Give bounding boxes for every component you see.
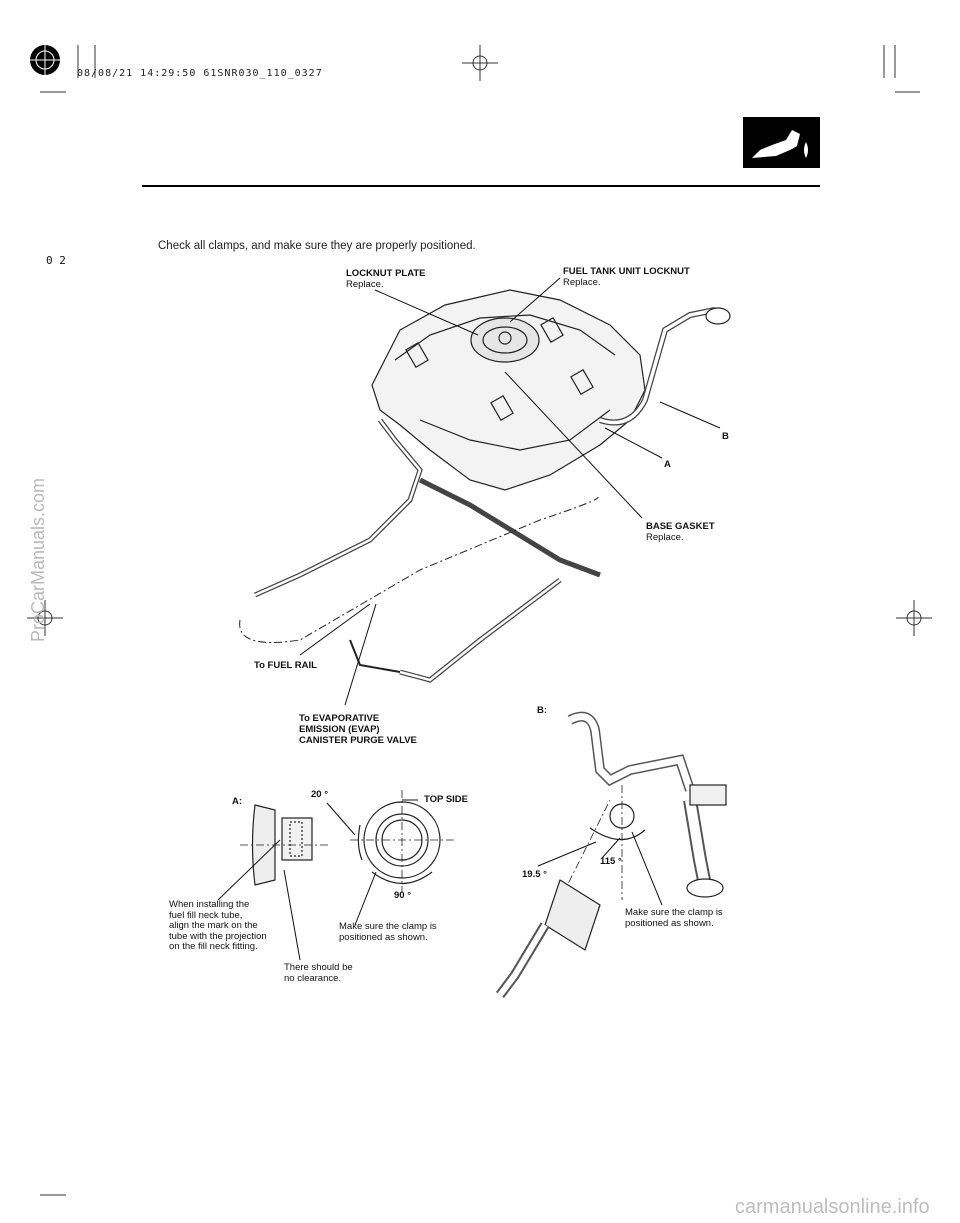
to-evap-line-1: To EVAPORATIVE (299, 713, 380, 724)
bottom-watermark: carmanualsonline.info (735, 1196, 930, 1218)
instruction-line: When installing the (169, 899, 250, 910)
angle-19-5-label: 19.5 ° (522, 869, 547, 880)
registration-crosshair-icon (27, 45, 932, 636)
callout-a: A (664, 459, 671, 470)
locknut-plate-title: LOCKNUT PLATE (346, 268, 426, 279)
clearance-note: There should be no clearance. (284, 962, 353, 984)
to-evap-line-2: EMISSION (EVAP) (299, 724, 380, 735)
angle-90-label: 90 ° (394, 890, 412, 901)
detail-a-leaders (217, 799, 418, 961)
fuel-tank-locknut-label: FUEL TANK UNIT LOCKNUT Replace. (563, 266, 690, 288)
clamp-line: Make sure the clamp is (625, 907, 723, 918)
to-evap-line-3: CANISTER PURGE VALVE (299, 735, 417, 746)
instruction-line: fuel fill neck tube, (169, 909, 243, 921)
leader-lines (299, 277, 721, 706)
base-gasket-label: BASE GASKET Replace. (646, 521, 715, 543)
fuel-tank-locknut-title: FUEL TANK UNIT LOCKNUT (563, 266, 690, 277)
fuel-tank-drawing (239, 289, 731, 683)
instruction-line: on the fill neck fitting. (169, 941, 258, 952)
side-watermark: ProCarManuals.com (28, 477, 48, 642)
angle-20-label: 20 ° (311, 789, 329, 800)
crop-marks (40, 45, 920, 1196)
base-gasket-note: Replace. (646, 532, 684, 543)
locknut-plate-label: LOCKNUT PLATE Replace. (346, 268, 426, 290)
clearance-line: There should be (284, 962, 353, 973)
to-evap-label: To EVAPORATIVE EMISSION (EVAP) CANISTER … (299, 713, 417, 746)
detail-a-drawing (240, 790, 454, 892)
angle-115-label: 115 ° (600, 856, 622, 867)
clamp-line: positioned as shown. (339, 931, 428, 943)
locknut-plate-note: Replace. (346, 279, 384, 290)
registration-dot-icon (30, 45, 60, 75)
detail-a-tag: A: (232, 796, 243, 807)
detail-b-drawing (496, 711, 727, 998)
top-side-label: TOP SIDE (424, 794, 468, 805)
instruction-line: align the mark on the (169, 920, 258, 931)
clearance-line: no clearance. (284, 972, 342, 984)
detail-b-clamp-note: Make sure the clamp is positioned as sho… (625, 907, 723, 929)
fuel-tank-locknut-note: Replace. (563, 277, 601, 288)
clamp-line: positioned as shown. (625, 917, 714, 929)
fuel-nozzle-icon (743, 117, 820, 168)
detail-b-leaders (537, 831, 663, 906)
clamp-line: Make sure the clamp is (339, 921, 437, 932)
print-stamp: 08/08/21 14:29:50 61SNR030_110_0327 (77, 68, 323, 79)
detail-a-instruction: When installing the fuel fill neck tube,… (169, 899, 267, 953)
intro-text: Check all clamps, and make sure they are… (158, 240, 476, 252)
page-marker: 0 2 (46, 254, 66, 267)
detail-b-tag: B: (537, 705, 548, 716)
to-fuel-rail-label: To FUEL RAIL (254, 660, 317, 671)
base-gasket-title: BASE GASKET (646, 521, 715, 532)
instruction-line: tube with the projection (169, 930, 267, 942)
callout-b: B (722, 431, 729, 442)
detail-a-clamp-note: Make sure the clamp is positioned as sho… (339, 921, 437, 943)
